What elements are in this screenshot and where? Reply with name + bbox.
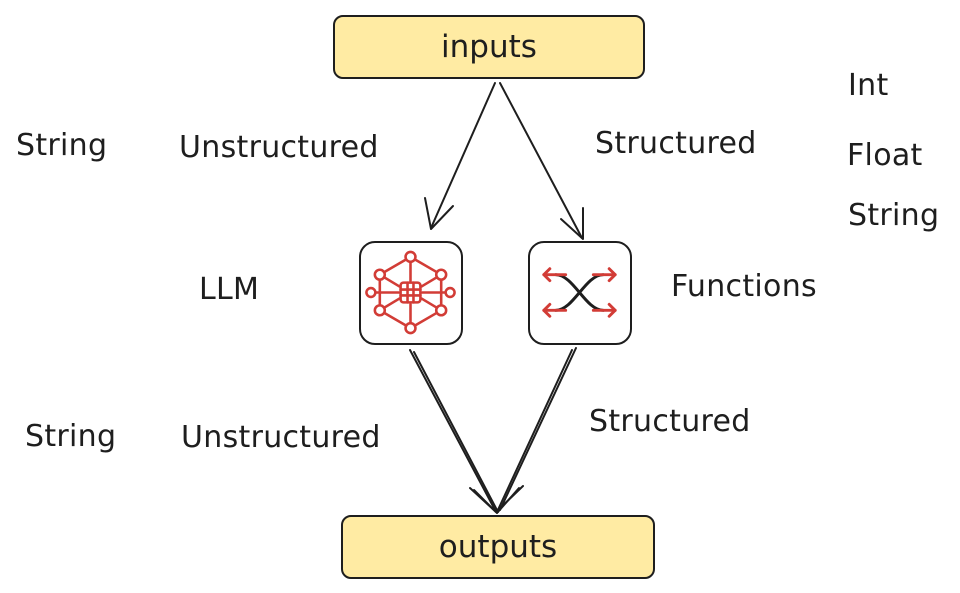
arrowhead-inputs-to-llm — [424, 197, 454, 230]
left-top-kind-label: Unstructured — [179, 130, 379, 165]
arrow-inputs-to-functions — [499, 82, 583, 239]
arrow-llm-to-outputs — [409, 349, 496, 511]
type-string-label: String — [848, 198, 940, 233]
left-top-type-label: String — [16, 128, 108, 163]
inputs-node: inputs — [333, 15, 645, 79]
right-top-kind-label: Structured — [595, 126, 757, 161]
functions-label: Functions — [671, 269, 817, 304]
functions-icon-card — [528, 241, 632, 345]
arrowhead-inputs-to-functions — [560, 207, 584, 240]
llm-icon-card — [359, 241, 463, 345]
neural-network-icon — [365, 250, 456, 335]
right-bottom-kind-label: Structured — [589, 404, 751, 439]
arrow-functions-to-outputs — [499, 347, 577, 511]
inputs-label: inputs — [441, 29, 537, 65]
left-bottom-type-label: String — [25, 419, 117, 454]
llm-label: LLM — [199, 272, 260, 307]
swap-arrows-icon — [542, 267, 617, 318]
type-float-label: Float — [847, 138, 923, 173]
outputs-node: outputs — [341, 515, 655, 579]
arrow-inputs-to-llm — [430, 82, 496, 229]
type-int-label: Int — [848, 68, 889, 103]
left-bottom-kind-label: Unstructured — [181, 420, 381, 455]
outputs-label: outputs — [438, 529, 558, 565]
